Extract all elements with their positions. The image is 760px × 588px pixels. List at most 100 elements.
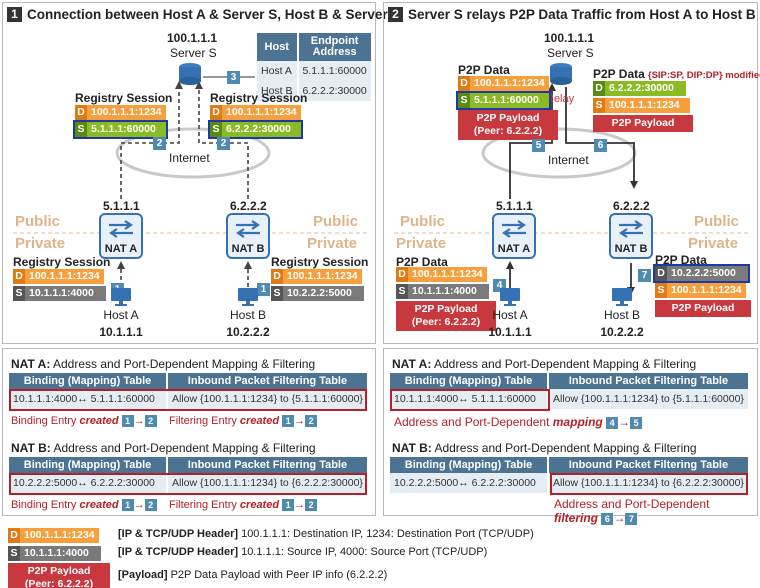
p2p-right-title: P2P Data <box>593 67 645 81</box>
nat-a-heading-bold: NAT A: <box>11 357 51 371</box>
host-a-p2p-title: P2P Data <box>396 255 448 269</box>
step-7-badge: 7 <box>638 269 651 282</box>
internet-label: Internet <box>548 153 589 167</box>
legend-dst-desc-text: 100.1.1.1: Destination IP, 1234: Destina… <box>238 528 534 540</box>
src-val: 100.1.1.1:1234 <box>605 98 690 113</box>
p2p-left-title: P2P Data <box>458 63 510 77</box>
legend-payload-desc-text: P2P Data Payload with Peer IP info (6.2.… <box>167 569 388 581</box>
host-a-label: Host A <box>492 308 528 322</box>
highlight-box <box>390 389 550 411</box>
nat-b-binding: 10.2.2.2:5000↔ 6.2.2.2:30000 <box>390 473 549 493</box>
src-val: 5.1.1.1:60000 <box>470 93 549 108</box>
arrow-sep: → <box>618 415 631 429</box>
legend-dst-desc-bold: [IP & TCP/UDP Header] <box>118 528 239 540</box>
nat-a-mapping-note: Address and Port-Dependent mapping 4→5 <box>394 415 643 429</box>
step-2-mini: 2 <box>144 499 157 512</box>
highlight-box <box>9 473 367 495</box>
nat-a-router: NAT A <box>99 213 143 259</box>
step-5-badge: 5 <box>532 139 545 152</box>
server-icon <box>550 63 572 85</box>
note-text: Binding Entry <box>11 415 80 427</box>
src-val: 100.1.1.1:1234 <box>667 283 746 298</box>
src-val: 10.2.2.2:5000 <box>283 286 364 301</box>
nat-b-heading-bold: NAT B: <box>11 441 51 455</box>
col-binding: Binding (Mapping) Table <box>390 373 549 389</box>
note-em: created <box>79 415 119 427</box>
dst-tag: D <box>396 267 408 282</box>
src-tag: S <box>210 122 222 137</box>
payload-line-2: (Peer: 6.2.2.2) <box>473 125 543 137</box>
src-val: 6.2.2.2:30000 <box>222 122 301 137</box>
server-icon <box>179 63 201 85</box>
src-tag: S <box>396 284 408 299</box>
dst-tag: D <box>13 269 25 284</box>
host-b-label: Host B <box>603 308 640 322</box>
host-b-registry-title: Registry Session <box>271 255 369 269</box>
host-a-ip: 10.1.1.1 <box>99 325 143 339</box>
highlight-box <box>9 389 367 411</box>
nat-b-router: NAT B <box>226 213 270 259</box>
nat-b-ip: 6.2.2.2 <box>613 199 650 213</box>
nat-b-filtering: Allow {100.1.1.1:1234} to {6.2.2.2:30000… <box>548 473 750 493</box>
server-s-label: Server S <box>170 46 217 60</box>
panel-2-title: 2 Server S relays P2P Data Traffic from … <box>388 7 756 22</box>
dst-val: 100.1.1.1:1234 <box>470 76 549 91</box>
arrow-sep: → <box>294 499 306 511</box>
note-text: Binding Entry <box>11 499 80 511</box>
legend-payload-desc: [Payload] P2P Data Payload with Peer IP … <box>118 569 387 581</box>
src-tag: S <box>13 286 25 301</box>
public-right: Public <box>694 213 740 230</box>
step-2-badge-left: 2 <box>153 137 166 150</box>
payload-line-1: P2P Payload <box>476 112 540 124</box>
note-em: filtering <box>554 511 598 525</box>
public-left: Public <box>400 213 446 230</box>
p2p-right-title-wrap: P2P Data {SIP:SP, DIP:DP} modified <box>593 67 760 81</box>
step-1-mini: 1 <box>121 499 134 512</box>
legend-payload-desc-bold: [Payload] <box>118 569 168 581</box>
dst-tag: D <box>271 269 283 284</box>
col-filtering: Inbound Packet Filtering Table <box>167 457 369 473</box>
nat-b-binding-note: Binding Entry created 1→2 <box>11 499 157 512</box>
panel-1-title-text: Connection between Host A & Server S, Ho… <box>27 7 401 22</box>
dst-tag: D <box>593 81 605 96</box>
nat-a-heading: NAT A: Address and Port-Dependent Mappin… <box>392 357 696 371</box>
legend-src-desc-bold: [IP & TCP/UDP Header] <box>118 546 239 558</box>
step-5-mini: 5 <box>630 416 643 429</box>
legend-dst-desc: [IP & TCP/UDP Header] 100.1.1.1: Destina… <box>118 528 534 540</box>
host-b-ip: 10.2.2.2 <box>226 325 270 339</box>
panel-connection: 1 Connection between Host A & Server S, … <box>2 2 400 344</box>
step-2-mini: 2 <box>305 415 318 428</box>
router-arrows-icon <box>619 220 643 238</box>
p2p-left-payload: P2P Payload (Peer: 6.2.2.2) <box>458 110 558 140</box>
step-2-mini: 2 <box>144 415 157 428</box>
nat-b-label: NAT B <box>231 243 265 255</box>
nat-b-ip: 6.2.2.2 <box>230 199 267 213</box>
host-a-monitor-icon <box>111 288 131 306</box>
step-6-badge: 6 <box>594 139 607 152</box>
payload-line-1: P2P Payload <box>414 303 478 315</box>
dst-val: 100.1.1.1:1234 <box>20 528 99 543</box>
dst-val: 100.1.1.1:1234 <box>87 105 166 120</box>
step-1-mini: 1 <box>282 499 295 512</box>
p2p-right-payload: P2P Payload <box>593 115 693 132</box>
host-b-monitor-icon <box>612 288 632 306</box>
dst-val: 10.2.2.2:5000 <box>667 266 748 281</box>
nat-b-heading-text: Address and Port-Dependent Mapping & Fil… <box>431 441 697 455</box>
host-a-ip: 10.1.1.1 <box>488 325 532 339</box>
src-tag: S <box>8 546 20 561</box>
host-b-p2p-title: P2P Data <box>655 253 707 267</box>
nat-a-ip: 5.1.1.1 <box>103 199 140 213</box>
host-b-label: Host B <box>229 308 266 322</box>
